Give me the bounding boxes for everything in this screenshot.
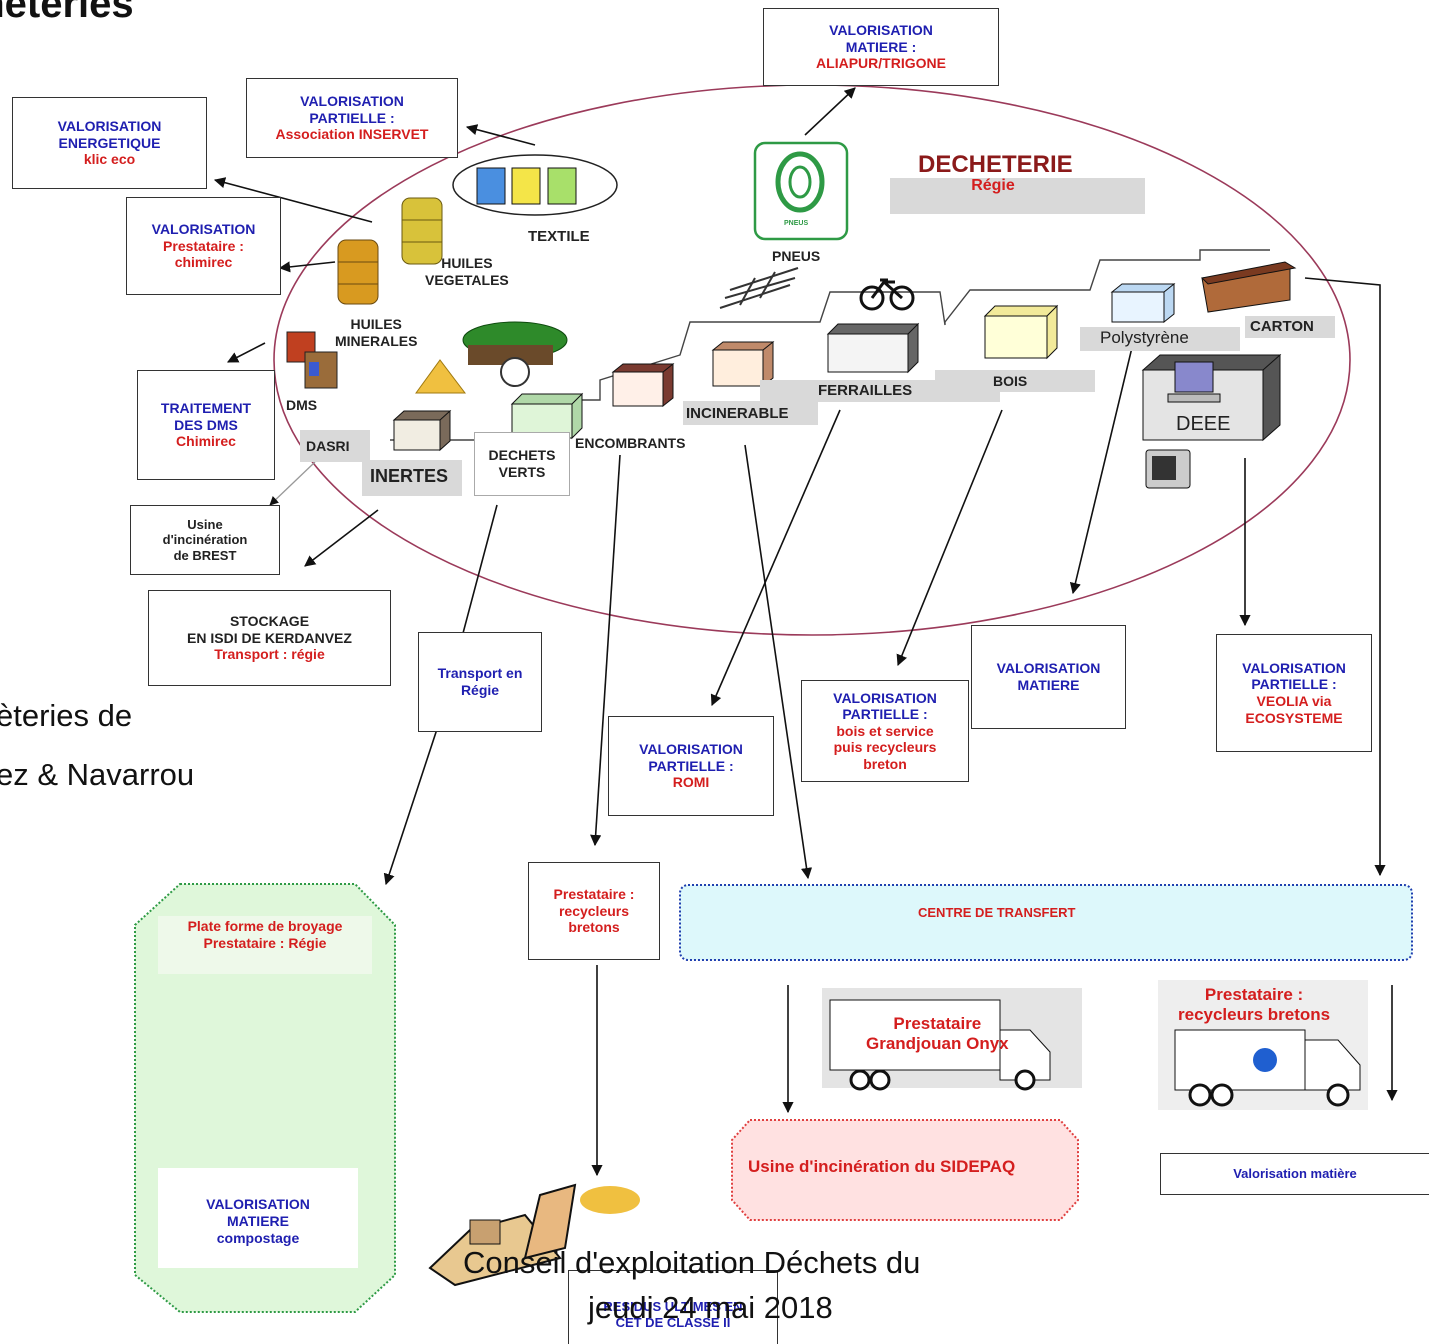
label-dechets-verts: DECHETS VERTS — [474, 432, 570, 496]
carton-shade — [1245, 316, 1335, 338]
label-encombrants: ENCOMBRANTS — [575, 435, 686, 451]
container-bois-icon — [983, 304, 1059, 360]
label-deee: DEEE — [1176, 413, 1231, 435]
arrow-pneus-aliapur — [804, 87, 856, 136]
side-text-line-2: ez & Navarrou — [0, 757, 195, 792]
label-grandjouan: Prestataire Grandjouan Onyx — [866, 1014, 1009, 1054]
label-carton: CARTON — [1250, 318, 1314, 335]
box-residus: RESIDUS ULTIMES EN CET DE CLASSE II — [568, 1270, 778, 1344]
label-dms: DMS — [286, 397, 318, 413]
container-polystyrene-icon — [1110, 282, 1176, 324]
bicycle-icon — [859, 278, 915, 311]
arrow-carton-transfert — [1304, 277, 1386, 877]
arrow-minerales-chimirec — [278, 261, 336, 273]
incinerable-shade — [683, 401, 818, 425]
bois-shade — [935, 370, 1095, 392]
page-title: chèteries — [0, 0, 134, 26]
mesh-icon — [719, 267, 799, 309]
textile-bins-icon — [476, 167, 577, 205]
computer-icon — [1167, 361, 1221, 403]
pneus-logo-caption: PNEUS — [784, 220, 809, 227]
label-inertes: INERTES — [370, 466, 449, 486]
box-broyage: Plate forme de broyage Prestataire : Rég… — [158, 916, 372, 974]
box-compostage: VALORISATION MATIERE compostage — [158, 1168, 358, 1268]
arrow-inertes-stockage — [304, 509, 379, 567]
box-inservet: VALORISATION PARTIELLE : Association INS… — [246, 78, 458, 158]
footer-line-1: Conseil d'exploitation Déchets du — [463, 1245, 921, 1280]
inertes-pile-icon — [415, 359, 467, 394]
label-huiles-vegetales: HUILES VEGETALES — [425, 255, 509, 288]
sidepaq-panel — [731, 1119, 1079, 1221]
label-pneus: PNEUS — [772, 248, 821, 264]
box-traitement-dms: TRAITEMENT DES DMS Chimirec — [137, 370, 275, 480]
label-centre-transfert: CENTRE DE TRANSFERT — [918, 905, 1076, 920]
label-bois: BOIS — [993, 373, 1028, 389]
label-huiles-minerales: HUILES MINERALES — [335, 316, 418, 349]
polystyrene-shade — [1080, 327, 1240, 351]
footer-line-2: jeudi 24 mai 2018 — [588, 1290, 833, 1325]
label-textile: TEXTILE — [528, 228, 590, 245]
label-sidepaq: Usine d'incinération du SIDEPAQ — [748, 1157, 1016, 1176]
arrow-textile-inservet — [465, 124, 536, 146]
arrow-ferrailles-romi — [710, 409, 841, 707]
arrow-dms-traitement — [227, 342, 266, 363]
box-usine-brest: Usine d'incinération de BREST — [130, 505, 280, 575]
label-dasri: DASRI — [306, 438, 350, 454]
container-carton-icon — [1200, 261, 1297, 313]
container-dasri-icon — [392, 409, 452, 452]
arrow-huiles-klic — [213, 177, 373, 223]
huiles-minerales-barrel-icon — [337, 239, 379, 305]
arrow-encombrants-recycleurs — [590, 454, 621, 847]
huiles-vegetales-barrel-icon — [401, 197, 443, 265]
pneus-logo-icon — [753, 141, 849, 241]
container-incinerable-icon — [711, 340, 775, 388]
label-polystyrene: Polystyrène — [1100, 328, 1189, 347]
decheterie-subtitle: Régie — [971, 176, 1015, 194]
box-valo-matiere: VALORISATION MATIERE — [971, 625, 1126, 729]
centre-transfert-panel — [679, 884, 1413, 961]
box-klic: VALORISATION ENERGETIQUE klic eco — [12, 97, 207, 189]
box-valorisation-matiere: Valorisation matière — [1160, 1153, 1429, 1195]
side-text-line-1: èteries de — [0, 698, 133, 733]
box-bois-service: VALORISATION PARTIELLE : bois et service… — [801, 680, 969, 782]
box-aliapur: VALORISATION MATIERE : ALIAPUR/TRIGONE — [763, 8, 999, 86]
dasri-shade — [300, 430, 370, 462]
decheterie-label: DECHETERIE Régie — [918, 151, 1073, 195]
bulldozer-icon — [428, 1183, 640, 1287]
decheterie-shade — [890, 178, 1145, 214]
box-chimirec: VALORISATION Prestataire : chimirec — [126, 197, 281, 295]
tv-icon — [1145, 449, 1191, 489]
dms-cans-icon — [286, 331, 338, 389]
box-veolia: VALORISATION PARTIELLE : VEOLIA via ECOS… — [1216, 634, 1372, 752]
arrow-polystyrene-valo — [1069, 334, 1136, 595]
label-recycleurs-truck: Prestataire : recycleurs bretons — [1178, 985, 1331, 1026]
green-waste-cart-icon — [462, 321, 568, 387]
arrow-dasri-usine — [269, 461, 316, 506]
container-ferrailles-icon — [826, 322, 920, 374]
label-incinerable: INCINERABLE — [686, 405, 789, 422]
inertes-shade — [362, 460, 462, 496]
box-stockage: STOCKAGE EN ISDI DE KERDANVEZ Transport … — [148, 590, 391, 686]
box-transport-regie: Transport en Régie — [418, 632, 542, 732]
arrow-transport-broyage — [383, 719, 441, 886]
box-romi: VALORISATION PARTIELLE : ROMI — [608, 716, 774, 816]
arrow-incinerable-transfert — [744, 444, 813, 880]
box-recycleurs: Prestataire : recycleurs bretons — [528, 862, 660, 960]
staircase-line — [390, 249, 1270, 441]
decheterie-title: DECHETERIE — [918, 151, 1073, 178]
container-encombrants-icon — [611, 362, 675, 408]
label-ferrailles: FERRAILLES — [818, 382, 913, 399]
arrow-bois-service — [896, 409, 1003, 667]
truck-grandjouan-icon — [822, 988, 1082, 1091]
